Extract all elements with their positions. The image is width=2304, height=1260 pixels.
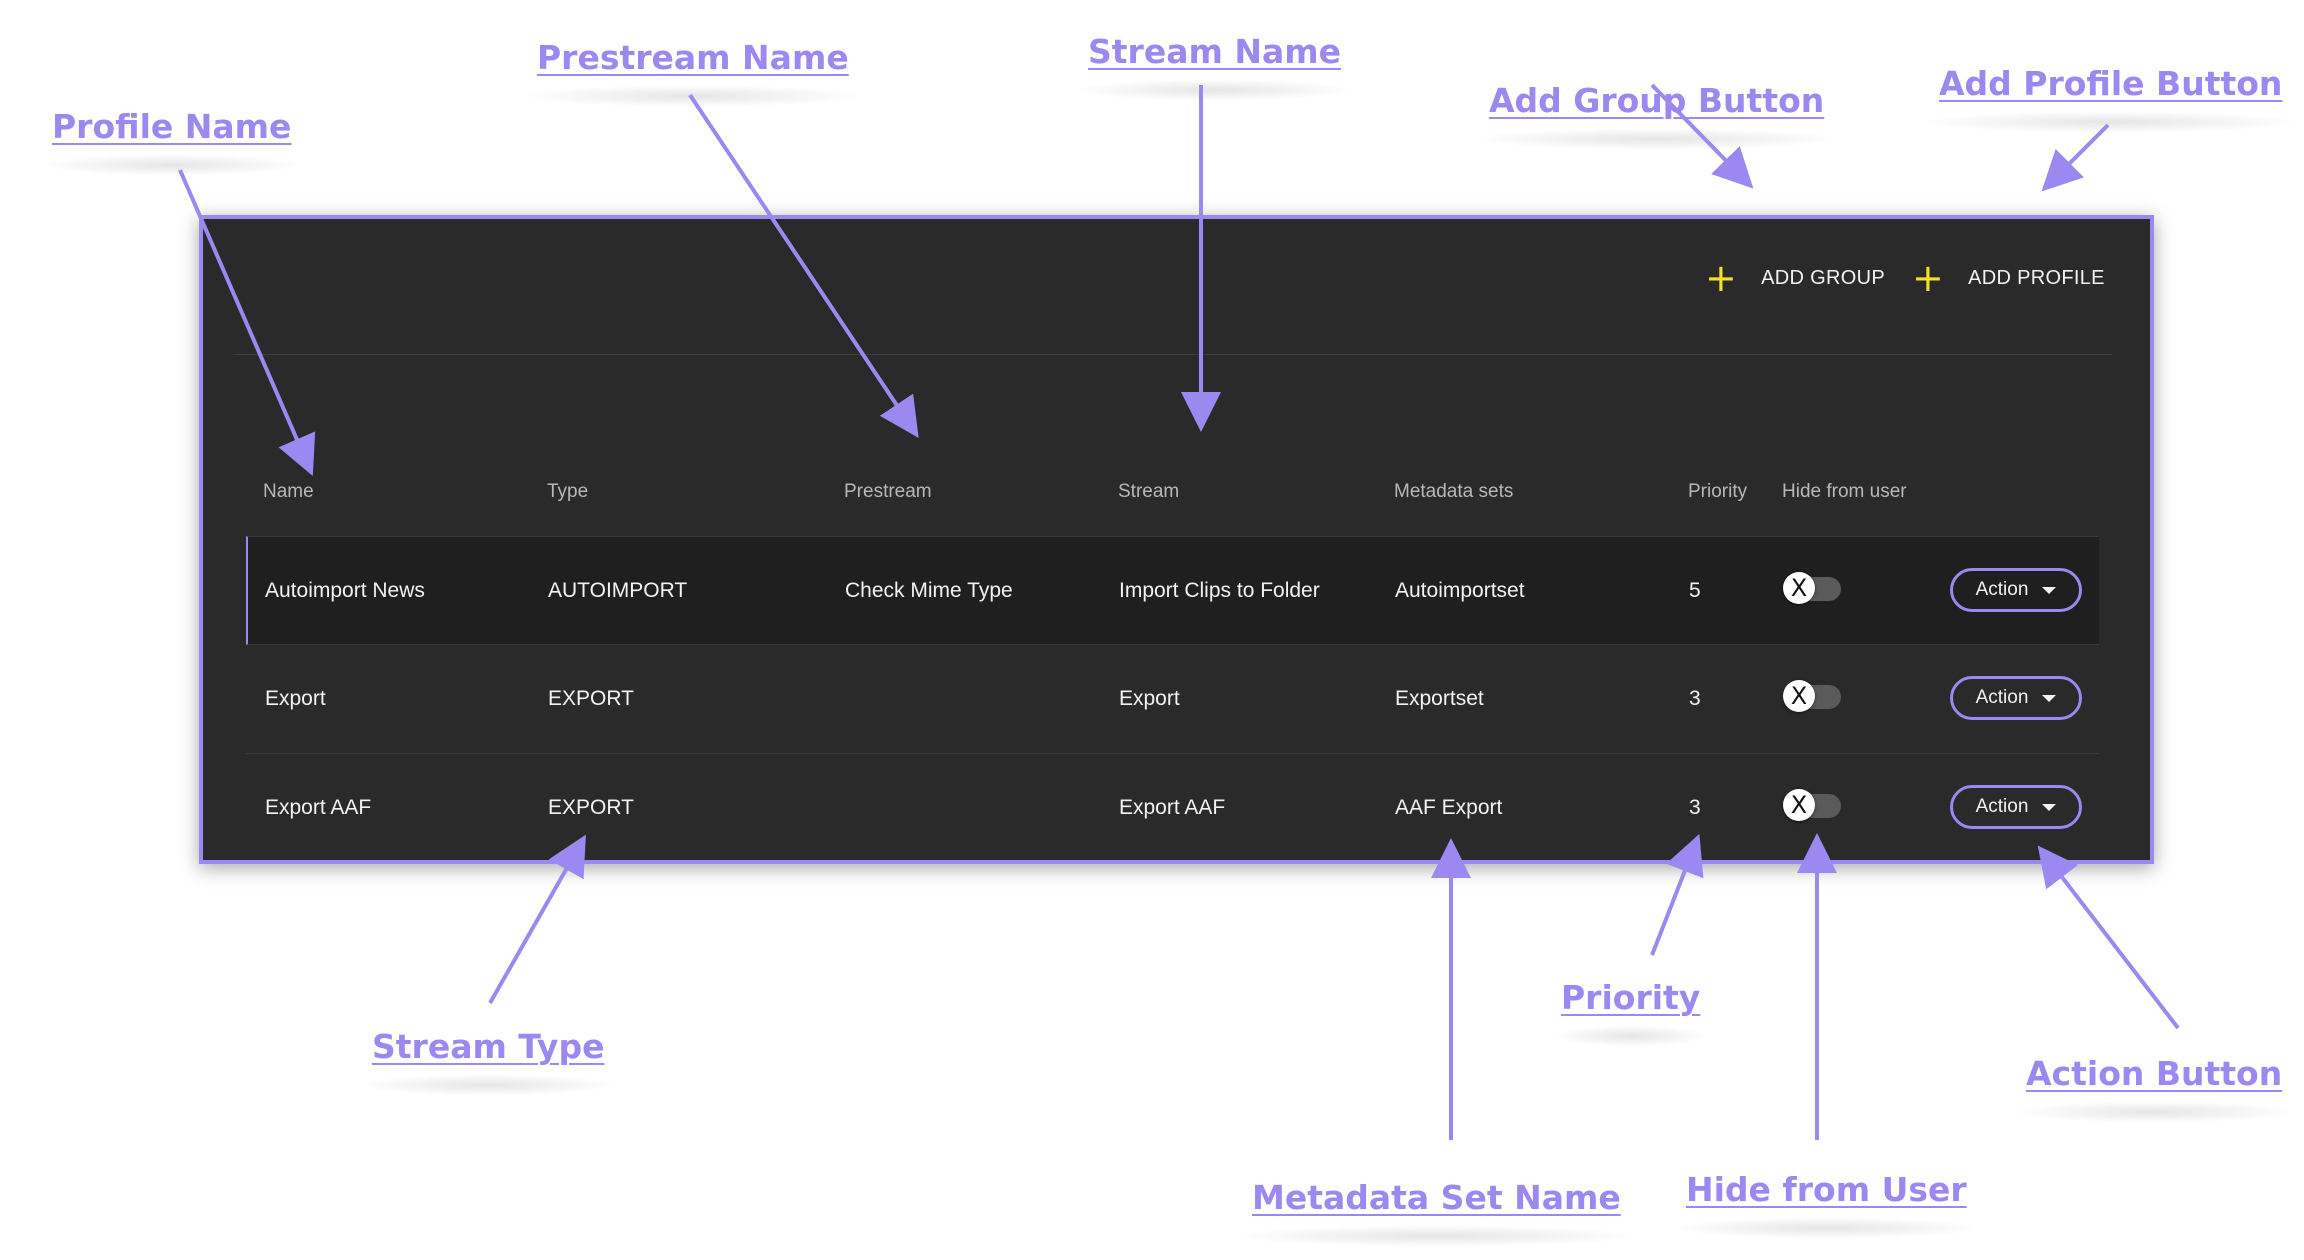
callout-stream-name: Stream Name	[1072, 32, 1357, 101]
column-header-hide-from-user[interactable]: Hide from user	[1782, 481, 1907, 502]
callout-stream-type: Stream Type	[358, 1027, 619, 1096]
callout-prestream-name: Prestream Name	[518, 38, 868, 107]
column-header-priority[interactable]: Priority	[1688, 481, 1748, 502]
callout-profile-name: Profile Name	[37, 107, 307, 176]
cell-metadata-set: Exportset	[1395, 687, 1484, 710]
caret-down-icon	[2042, 803, 2057, 811]
callout-priority: Priority	[1552, 978, 1710, 1047]
action-label: Action	[1975, 796, 2029, 817]
profiles-panel: + ADD GROUP + ADD PROFILE Name Type Pres…	[199, 215, 2154, 864]
cell-prestream: Check Mime Type	[845, 579, 1013, 602]
x-icon: X	[1783, 680, 1815, 712]
arrow-action-button	[2037, 845, 2180, 1030]
plus-icon: +	[1912, 256, 1945, 300]
caret-down-icon	[2042, 694, 2057, 702]
callout-hide-from-user: Hide from User	[1669, 1170, 1984, 1239]
action-label: Action	[1975, 579, 2029, 600]
cell-stream: Import Clips to Folder	[1119, 579, 1320, 602]
callout-metadata-set-name: Metadata Set Name	[1229, 1178, 1643, 1247]
cell-metadata-set: Autoimportset	[1395, 579, 1525, 602]
toolbar-divider	[233, 354, 2112, 355]
callout-add-profile-button: Add Profile Button	[1918, 64, 2304, 133]
callout-add-group-button: Add Group Button	[1468, 81, 1845, 150]
column-header-prestream[interactable]: Prestream	[844, 481, 932, 502]
cell-profile-name: Export	[265, 687, 326, 710]
table-row[interactable]: Export AAF EXPORT Export AAF AAF Export …	[246, 754, 2099, 863]
column-header-type[interactable]: Type	[547, 481, 589, 502]
hide-from-user-toggle[interactable]: X	[1783, 680, 1841, 712]
table-row[interactable]: Export EXPORT Export Exportset 3 X Actio…	[246, 645, 2099, 754]
column-header-metadata-sets[interactable]: Metadata sets	[1394, 481, 1514, 502]
cell-metadata-set: AAF Export	[1395, 796, 1503, 819]
x-icon: X	[1783, 572, 1815, 604]
column-header-stream[interactable]: Stream	[1118, 481, 1180, 502]
x-icon: X	[1783, 789, 1815, 821]
add-profile-label: ADD PROFILE	[1968, 266, 2105, 289]
cell-type: EXPORT	[548, 687, 634, 710]
cell-priority: 5	[1689, 579, 1701, 602]
cell-profile-name: Export AAF	[265, 796, 372, 819]
table-row[interactable]: Autoimport News AUTOIMPORT Check Mime Ty…	[246, 536, 2099, 645]
arrow-stream-type	[488, 834, 586, 1004]
cell-priority: 3	[1689, 687, 1701, 710]
action-button[interactable]: Action	[1950, 676, 2082, 720]
cell-profile-name: Autoimport News	[265, 579, 425, 602]
plus-icon: +	[1705, 256, 1738, 300]
cell-type: AUTOIMPORT	[548, 579, 688, 602]
column-header-name[interactable]: Name	[263, 481, 314, 502]
action-button[interactable]: Action	[1950, 568, 2082, 612]
hide-from-user-toggle[interactable]: X	[1783, 789, 1841, 821]
callout-action-button: Action Button	[2010, 1054, 2298, 1123]
hide-from-user-toggle[interactable]: X	[1783, 572, 1841, 604]
caret-down-icon	[2042, 586, 2057, 594]
cell-type: EXPORT	[548, 796, 634, 819]
add-profile-button[interactable]: + ADD PROFILE	[1912, 259, 2105, 297]
cell-priority: 3	[1689, 796, 1701, 819]
arrow-add-profile	[2041, 123, 2110, 192]
add-group-button[interactable]: + ADD GROUP	[1705, 259, 1885, 297]
action-label: Action	[1975, 687, 2029, 708]
action-button[interactable]: Action	[1950, 785, 2082, 829]
add-group-label: ADD GROUP	[1761, 266, 1885, 289]
cell-stream: Export	[1119, 687, 1180, 710]
cell-stream: Export AAF	[1119, 796, 1226, 819]
